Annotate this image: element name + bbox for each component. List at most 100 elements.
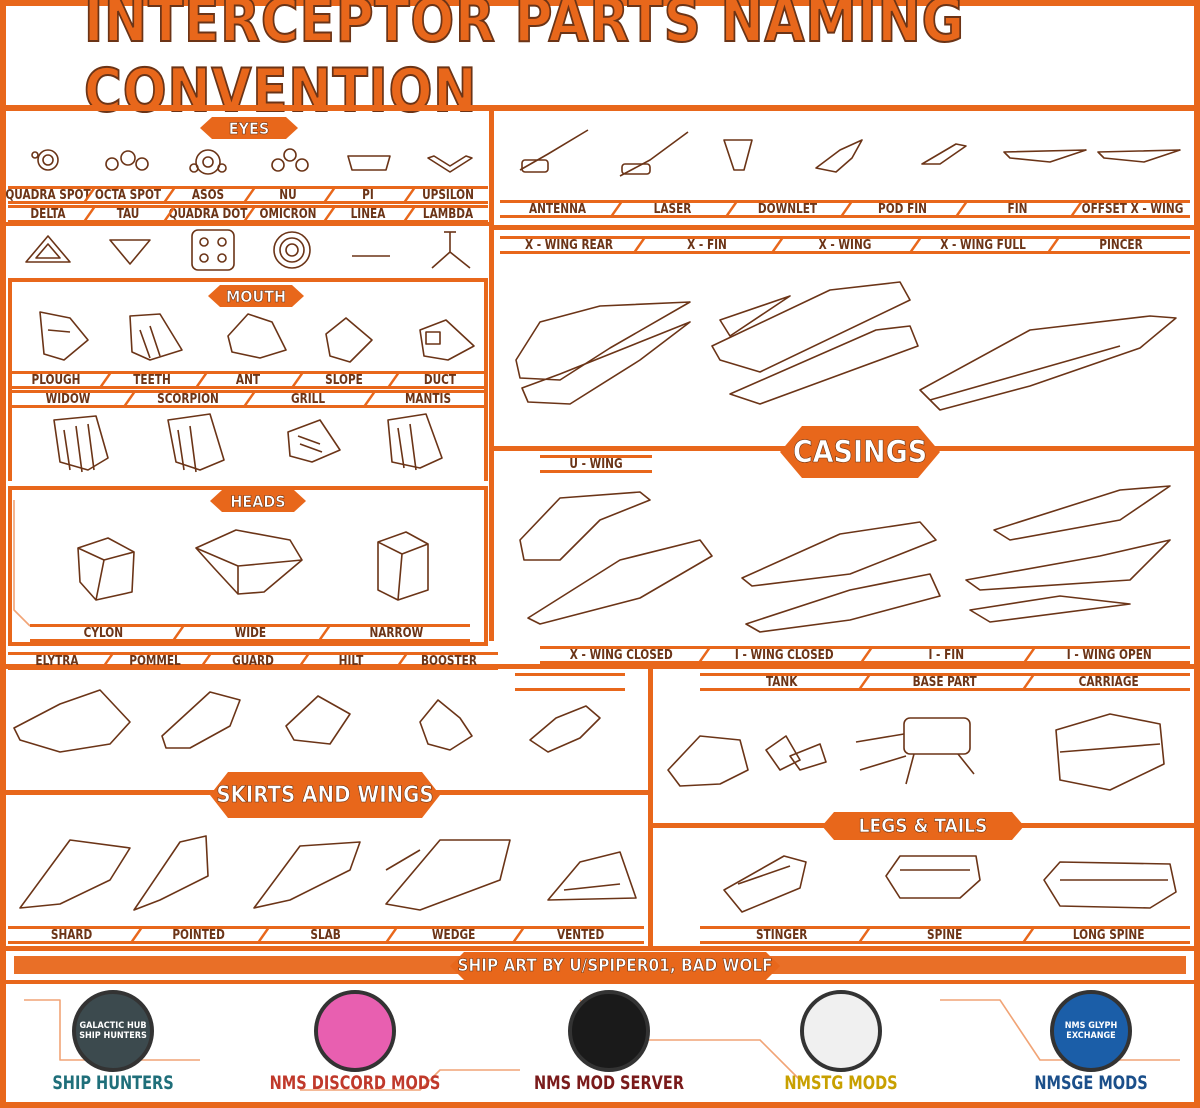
vertical-divider-top — [489, 111, 494, 641]
eye-icon-octa-spot — [105, 150, 149, 171]
casing-label-x-wing-rear: X - WING REAR — [524, 237, 614, 253]
eyes-label-quadra-dot: QUADRA DOT — [168, 206, 248, 222]
head-label-cylon: CYLON — [83, 625, 124, 641]
logo-nms-discord-mods — [314, 990, 396, 1072]
mouth-icon-plough — [39, 311, 89, 361]
section-mouth: MOUTH — [208, 285, 304, 307]
right-border — [1194, 0, 1200, 1108]
eye-icon-lambda — [431, 231, 471, 269]
skirt-icon-pommel — [161, 691, 241, 749]
eyes-label-omicron: OMICRON — [259, 206, 317, 222]
casing-label-x-wing-full: X - WING FULL — [940, 237, 1026, 253]
eyes-label-delta: DELTA — [30, 206, 66, 222]
casing-label-x-wing: X - WING — [818, 237, 872, 253]
part-label-downlet: DOWNLET — [757, 201, 818, 217]
skirt-label-booster: BOOSTER — [421, 653, 477, 669]
mouth-label-slope: SLOPE — [325, 372, 363, 388]
leg-label-base-part: BASE PART — [912, 674, 978, 690]
mouth-frame — [8, 278, 488, 481]
leg-icon-carriage — [1055, 713, 1165, 791]
logo-label: NMS DISCORD MODS — [269, 1072, 441, 1094]
skirt-label-vented: VENTED — [556, 927, 605, 943]
eyes-label-nu: NU — [279, 187, 297, 203]
logo-nms-mod-server — [568, 990, 650, 1072]
head-icon-narrow — [377, 531, 429, 601]
logo-nmsge-mods: NMS GLYPH EXCHANGE — [1050, 990, 1132, 1072]
logo-label: NMS MOD SERVER — [533, 1072, 685, 1094]
leg-icon-tank — [667, 735, 827, 787]
head-label-wide: WIDE — [234, 625, 266, 641]
part-label-fin: FIN — [1007, 201, 1028, 217]
skirt-label-wedge: WEDGE — [431, 927, 475, 943]
mouth-label-mantis: MANTIS — [404, 391, 452, 407]
part-icon-laser — [619, 131, 689, 177]
mid-divider — [6, 664, 1194, 669]
skirt-icon-elytra — [13, 689, 131, 753]
part-label-pod-fin: POD FIN — [878, 201, 927, 217]
leg-icon-base-part — [855, 717, 975, 785]
skirt-icon-hilt — [419, 699, 473, 751]
leg-label-spine: SPINE — [927, 927, 963, 943]
vertical-divider-bottom — [648, 669, 653, 947]
part-label-offset-x-wing: OFFSET X - WING — [1081, 201, 1184, 217]
logo-text: GALACTIC HUB SHIP HUNTERS — [79, 1021, 147, 1041]
part-label-laser: LASER — [653, 201, 692, 217]
skirt-icon-slab — [253, 841, 361, 909]
bottom-border — [0, 1102, 1200, 1108]
casing-icon-x-wing — [711, 281, 919, 405]
skirt-label-hilt: HILT — [338, 653, 364, 669]
part-icon-fin — [921, 143, 967, 165]
part-icon-antenna — [519, 129, 589, 173]
part-label-antenna: ANTENNA — [528, 201, 587, 217]
casing-label-pincer: PINCER — [1099, 237, 1143, 253]
leg-icon-long-spine — [1043, 861, 1177, 909]
top-right-row-band — [500, 200, 1190, 218]
eyes-label-pi: PI — [362, 187, 374, 203]
xwing-row-band — [500, 236, 1190, 254]
leg-icon-stinger — [723, 855, 807, 913]
eye-icon-delta — [25, 235, 71, 263]
section-heads: HEADS — [210, 490, 306, 512]
leg-label-long-spine: LONG SPINE — [1072, 927, 1145, 943]
mouth-icon-widow — [53, 415, 109, 473]
logo-label: NMSTG MODS — [784, 1072, 898, 1094]
mouth-label-teeth: TEETH — [133, 372, 171, 388]
logo-nmstg-mods — [800, 990, 882, 1072]
eyes-label-lambda: LAMBDA — [422, 206, 474, 222]
skirt-label-pointed: POINTED — [172, 927, 226, 943]
mouth-label-scorpion: SCORPION — [157, 391, 219, 407]
heads-row-band — [30, 624, 470, 642]
logo-label: NMSGE MODS — [1034, 1072, 1148, 1094]
uwing-band — [540, 455, 652, 473]
skirt-label-guard: GUARD — [232, 653, 274, 669]
eye-icon-asos — [189, 149, 227, 175]
mouth-label-plough: PLOUGH — [31, 372, 81, 388]
mouth-label-ant: ANT — [235, 372, 261, 388]
eyes-label-upsilon: UPSILON — [422, 187, 474, 203]
leg-label-carriage: CARRIAGE — [1078, 674, 1139, 690]
eye-icon-tau — [109, 239, 151, 265]
part-icon-downlet — [723, 139, 753, 171]
skirts-bottom-band — [8, 926, 644, 944]
casing-label-i-wing-closed: I - WING CLOSED — [734, 647, 834, 663]
casing-icon-x-wing-full — [919, 315, 1177, 411]
casing-label-x-wing-closed: X - WING CLOSED — [569, 647, 673, 663]
skirt-icon-shard — [19, 839, 131, 909]
section-skirts-and-wings: SKIRTS AND WINGS — [210, 772, 440, 818]
mouth-icon-grill — [287, 419, 341, 463]
section-legs-and-tails: LEGS & TAILS — [822, 812, 1024, 840]
skirt-icon-wedge — [385, 839, 511, 911]
mouth-icon-duct — [419, 319, 475, 361]
legs-top-band — [700, 673, 1190, 691]
skirt-icon-vented — [547, 851, 637, 901]
mouth-label-duct: DUCT — [423, 372, 457, 388]
casing-label-x-fin: X - FIN — [687, 237, 727, 253]
bottom-divider — [6, 946, 1194, 951]
eye-icon-pi — [347, 155, 391, 171]
skirt-icon-booster — [529, 705, 601, 753]
credit-text: SHIP ART BY U/SPIPER01, BAD WOLF — [450, 952, 780, 980]
mouth-icon-ant — [227, 313, 287, 359]
mouth-label-widow: WIDOW — [45, 391, 91, 407]
eyes-divider — [6, 222, 489, 226]
